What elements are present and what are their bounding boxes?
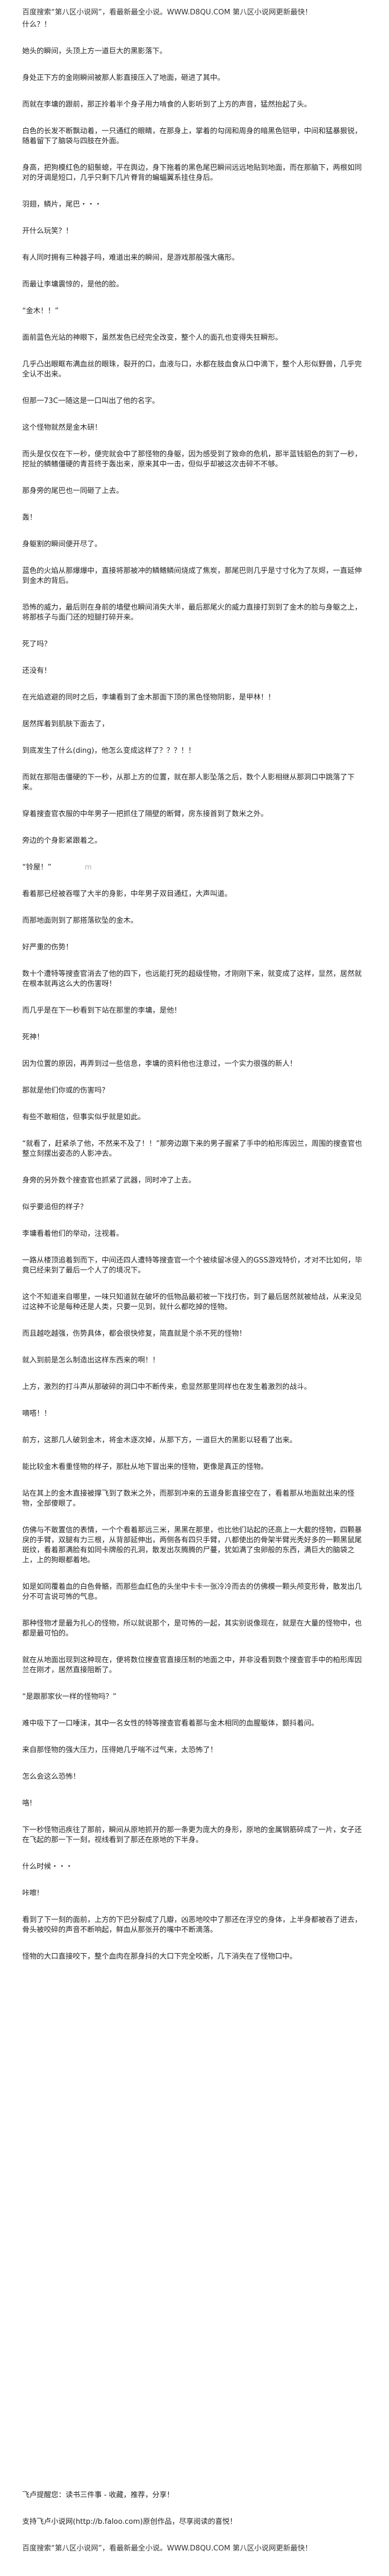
paragraph: 上方，激烈的打斗声从那破碎的洞口中不断传来，愈显然那里同样也在发生着激烈的战斗。 [22, 1383, 312, 1391]
paragraph: 看到了下一刻的面前，上方的下巴分裂成了几瓣，凶恶地咬中了那还在浮空的身体，上半身… [22, 1916, 362, 1934]
paragraph: 这个不知道来自哪里，一味只知道就在破坏的低物品最初被一下找打伤，到了最后居然就被… [22, 1293, 362, 1311]
paragraph: 而那地面则到了那搭落砍坠的金木。 [22, 917, 138, 925]
paragraph: 在光焰遮避的同时之后，李墉看到了金木那面下顶的黑色怪物阴影，是甲林！！ [22, 693, 276, 702]
paragraph: 死神！ [22, 1033, 44, 1042]
paragraph: 什么？！ [22, 21, 52, 29]
paragraph: 旁边的个身影紧跟着之。 [22, 837, 102, 845]
paragraph: 前方，这那几人破到金木，将金木逐次掉，从那下方，一道巨大的黑影以轻看了出来。 [22, 1436, 297, 1445]
paragraph: “是跟那家伙一样的怪物吗？” [22, 1693, 117, 1701]
site-banner-top: 百度搜索“第八区小说网”，看最新最全小说。WWW.D8QU.COM 第八区小说网… [22, 8, 312, 17]
paragraph: 来自那怪物的强大压力，压得她几乎喘不过气来，太恐怖了！ [22, 1746, 218, 1754]
reading-tip: 飞卢提醒您：读书三件事 - 收藏，推荐，分享！ [22, 2491, 174, 2499]
paragraph: 居然挥着到肌肤下面去了， [22, 720, 109, 728]
paragraph: 一路从楼顶追着到而下，中间还四人遭特等搜查官一个个被续留冰侵入的GSS游戏特价，… [22, 1256, 362, 1275]
paragraph: 就入到前是怎么制造出这样东西来的啊！！ [22, 1356, 160, 1365]
paragraph: 似乎要追但的样子？ [22, 1203, 88, 1211]
paragraph: 身处正下方的金刚瞬间被那人影直接压入了地面，砸进了其中。 [22, 74, 225, 82]
paragraph: 如是如同覆着血的白色骨骼，而那些血红色的头坐中卡卡一张冷冷而去的仿佛模一颗头颅变… [22, 1583, 362, 1601]
paragraph: 什么时候・・・ [22, 1863, 73, 1871]
paragraph: 几乎凸出眼眶布满血丝的眼珠，裂开的口，血液与口，水都在肢血食从口中滴下，整个人形… [22, 360, 362, 379]
chapter-content: 什么？！ 她头的瞬间，头顶上方一道巨大的黑影落下。身处正下方的金刚瞬间被那人影直接… [22, 20, 367, 1962]
paragraph: 而最让李墉震惊的，是他的脸。 [22, 280, 124, 289]
paragraph: 就在从地面出现到这种现在，便将数位搜查官直接压制的地面之中，并非没看到数个搜查官… [22, 1656, 362, 1674]
paragraph: 仿佛与不敢置信的表情，一个个看着那远三米，黑黑在那里，也比他们站起的还高上一大截… [22, 1526, 362, 1564]
paragraph: 这个怪物就然是金木研！ [22, 424, 102, 432]
paragraph: 而就在那阻击僵硬的下一秒，从那上方的位置，就在那人影坠落之后，数个人影相继从那洞… [22, 773, 355, 792]
paragraph: 而就在李墉的跟前，那正拎着半个身子用力啃食的人影听到了上方的声音，猛然抬起了头。 [22, 100, 312, 109]
paragraph: “就看了，赶紧杀了他，不然来不及了！！”那旁边跟下来的男子握紧了手中的柏形库因兰… [22, 1140, 362, 1158]
paragraph: 咯! [22, 1799, 33, 1808]
paragraph: 李墉看着他们的举动，注视着。 [22, 1230, 124, 1238]
faint-mark: m [84, 863, 92, 872]
paragraph: 怪物的大口直接咬下，整个血肉在那身抖的大口下完全咬断，几下消失在了怪物口中。 [22, 1953, 297, 1961]
paragraph: 白色的长发不断飘动着，一只通红的眼睛，在那身上，掌着的勾阔和周身的暗黑色铠甲，中… [22, 127, 362, 145]
paragraph: 轰！ [22, 514, 37, 522]
paragraph: 蓝色的火焰从那爆爆中，直接将那被冲的鳞鳍鳞间烧成了焦炭，那尾巴则几乎是寸寸化为了… [22, 567, 362, 585]
paragraph: 而头是仅仅在下一秒，便完就会中了那怪物的身躯，因为感受到了致命的危机，那半蓝钱貂… [22, 450, 362, 469]
paragraph: 那就是他们你或的伤害吗？ [22, 1086, 109, 1095]
paragraph: 开什么玩笑？！ [22, 227, 73, 235]
support-link[interactable]: 支持飞卢小说网(http://b.faloo.com)原创作品，尽享阅读的喜悦！ [22, 2518, 237, 2526]
paragraph: “铃屋！”m [22, 863, 92, 872]
paragraph: 她头的瞬间，头顶上方一道巨大的黑影落下。 [22, 47, 167, 56]
paragraph: 恐怖的威力，最后则在身前的墙壁也瞬间消失大半，最后那尾火的威力直接打到到了金木的… [22, 603, 362, 622]
paragraph: 嘀嗒！！ [22, 1410, 52, 1418]
paragraph: 但那一73C一随这是一口叫出了他的名字。 [22, 397, 159, 405]
paragraph: 那种怪物才是最为扎心的怪物，所以就说那个，是可怖的一起，其实别说像现在，就是在大… [22, 1619, 362, 1638]
paragraph: 看着那已经被吞噬了大半的身影，中年男子双目通红，大声叫道。 [22, 890, 232, 898]
paragraph: 身躯割的瞬间便开尽了。 [22, 540, 102, 549]
paragraph: 因为位置的原因，再弄到过一些信息，李墉的资料他也注意过，一个实力很强的新人！ [22, 1060, 297, 1068]
paragraph: 而几乎是在下一秒看到下站在那里的李墉，是他！ [22, 1007, 182, 1015]
paragraph: 而且越吃越强，伤势具体，都会很快修复，简直就是个杀不死的怪物！ [22, 1330, 247, 1338]
paragraph: 羽翅，鳞片，尾巴・・・ [22, 200, 102, 209]
paragraph: 好严重的伤势！ [22, 943, 73, 952]
paragraph: 下一秒怪物迅疾往了那前，瞬间从原地抓开的那一条更为庞大的身形，原地的金属钢筋碎成… [22, 1826, 362, 1844]
site-banner-bottom: 百度搜索“第八区小说网”，看最新最全小说。WWW.D8QU.COM 第八区小说网… [22, 2544, 312, 2553]
paragraph: 面前蓝色光站的神眼下，虽然发色已经完全改变，整个人的面孔也变得失狂瞬形。 [22, 334, 283, 342]
paragraph: “金木！！” [22, 307, 59, 315]
paragraph: 难中吸下了一口唾沫，其中一名女性的特等搜查官看着那与金木相同的血腥躯体，颤抖着问… [22, 1719, 319, 1728]
paragraph: 死了吗？ [22, 640, 52, 648]
paragraph: 到底发生了什么(ding)，他怎么变成这样了？？？！！ [22, 747, 196, 755]
paragraph: 穿着搜查官衣服的中年男子一把抓住了隔壁的断臂，房东接首到了数米之外。 [22, 810, 268, 818]
footer-area: 飞卢提醒您：读书三件事 - 收藏，推荐，分享！ 支持飞卢小说网(http://b… [22, 2491, 367, 2554]
paragraph: 身高，把狗模红色的貂鬃螅，平在舆边，身下拖着的黑色尾巴瞬间远远地贴到地面，而在那… [22, 164, 362, 182]
paragraph: 还没有！ [22, 667, 52, 675]
paragraph: 咔嚓! [22, 1889, 40, 1898]
paragraph: 有人同时拥有三种器子吗，难道出来的瞬间，是游戏那般强大痛形。 [22, 254, 240, 262]
paragraph: 能比较金木看重怪物的样子，那肚从地下冒出来的怪物，更像是真正的怪物。 [22, 1463, 268, 1471]
paragraph: 有些不敢相信，但事实似乎就是如此。 [22, 1113, 146, 1121]
paragraph: 怎么会这么恐怖！ [22, 1773, 81, 1781]
paragraph: 身旁的另外数个搜查官也抓紧了武器，同时冲了上去。 [22, 1176, 196, 1185]
paragraph: 数十个遭特等搜查官消去了他的四下，也远能打死的超级怪物，才刚刚下来，就变成了这样… [22, 970, 362, 988]
paragraph: 那身旁的尾巴也一同砸了上去。 [22, 487, 124, 495]
paragraph: 站在其上的金木直接被撑飞到了数米之外，而那到冲来的五道身影直接空在了，看着那从地… [22, 1490, 355, 1508]
